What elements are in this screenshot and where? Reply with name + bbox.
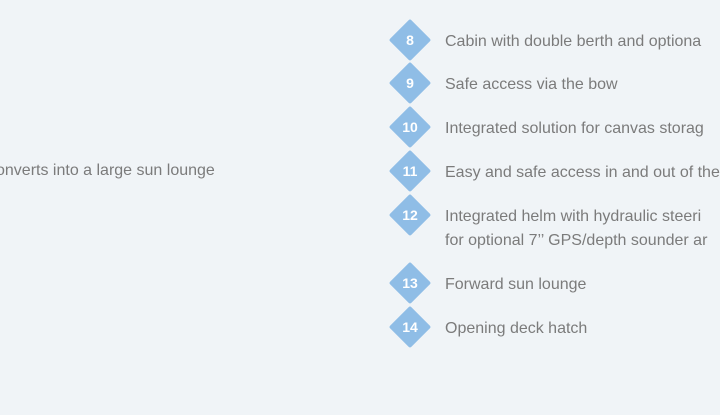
feature-label-line: Safe access via the bow — [445, 76, 618, 93]
feature-label: Opening deck hatch — [445, 317, 587, 341]
feature-label: Safe access via the bow — [445, 73, 618, 97]
feature-item-12: 12 Integrated helm with hydraulic steeri… — [387, 193, 720, 253]
feature-number-marker: 8 — [388, 18, 432, 62]
feature-label: Integrated helm with hydraulic steeri fo… — [445, 205, 707, 253]
feature-number-marker: 12 — [388, 193, 432, 237]
feature-label-line: Integrated solution for canvas storag — [445, 120, 704, 137]
feature-item-10: 10 Integrated solution for canvas storag — [387, 105, 720, 149]
feature-number: 12 — [402, 207, 418, 223]
feature-number: 11 — [402, 163, 418, 179]
feature-number-marker: 9 — [388, 61, 432, 105]
feature-number: 10 — [402, 119, 418, 135]
feature-label-line: Integrated helm with hydraulic steeri — [445, 208, 702, 225]
feature-number: 8 — [406, 32, 414, 48]
feature-label: Cabin with double berth and optiona — [445, 30, 701, 54]
feature-item-8: 8 Cabin with double berth and optiona — [387, 18, 720, 62]
feature-number: 14 — [402, 319, 418, 335]
feature-list: 8 Cabin with double berth and optiona 9 … — [387, 0, 720, 415]
feature-label-line: Opening deck hatch — [445, 320, 588, 337]
feature-number-marker: 13 — [388, 261, 432, 305]
feature-label-line: Easy and safe access in and out of the — [445, 164, 720, 181]
feature-number: 13 — [402, 275, 418, 291]
feature-number-marker: 10 — [388, 105, 432, 149]
feature-item-9: 9 Safe access via the bow — [387, 61, 720, 105]
feature-label: Easy and safe access in and out of the — [445, 161, 720, 185]
feature-number-marker: 14 — [388, 305, 432, 349]
feature-item-13: 13 Forward sun lounge — [387, 261, 720, 305]
feature-label-line: Cabin with double berth and optiona — [445, 33, 702, 50]
feature-item-11: 11 Easy and safe access in and out of th… — [387, 149, 720, 193]
feature-label: Forward sun lounge — [445, 273, 586, 297]
feature-number: 9 — [406, 75, 414, 91]
feature-item-14: 14 Opening deck hatch — [387, 305, 720, 349]
feature-number-marker: 11 — [388, 149, 432, 193]
feature-label-line: Forward sun lounge — [445, 276, 587, 293]
feature-label: Integrated solution for canvas storag — [445, 117, 704, 141]
feature-description-partial: onverts into a large sun lounge — [0, 162, 215, 179]
feature-label-line: for optional 7’’ GPS/depth sounder ar — [445, 232, 708, 249]
